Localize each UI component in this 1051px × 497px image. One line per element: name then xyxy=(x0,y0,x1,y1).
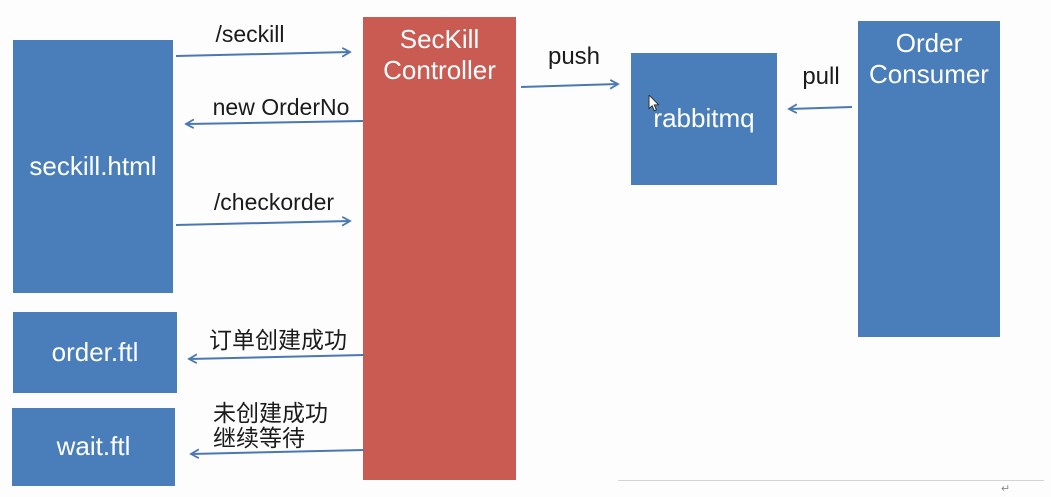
edge-label-seckill: /seckill xyxy=(215,21,285,47)
edge-label-order-success: 订单创建成功 xyxy=(209,327,347,353)
return-mark-icon: ↵ xyxy=(1001,483,1011,495)
arrow-pull xyxy=(789,107,853,109)
edge-label-wait-retry: 未创建成功 继续等待 xyxy=(213,401,393,451)
node-seckill-controller-label: SecKill Controller xyxy=(383,24,496,86)
edge-label-push: push xyxy=(547,43,601,70)
bottom-hairline xyxy=(618,480,1044,481)
node-seckill-controller: SecKill Controller xyxy=(363,17,516,480)
node-order-consumer: Order Consumer xyxy=(858,21,1000,337)
arrow-order-success xyxy=(189,355,365,359)
node-rabbitmq: rabbitmq xyxy=(631,53,777,185)
arrow-new-orderno xyxy=(186,121,364,124)
node-seckill-html: seckill.html xyxy=(13,40,173,293)
edge-label-checkorder: /checkorder xyxy=(213,189,335,215)
node-order-consumer-label: Order Consumer xyxy=(869,28,989,90)
arrow-checkorder xyxy=(175,221,350,225)
edge-label-wait-retry-line1: 未创建成功 xyxy=(213,400,328,426)
node-rabbitmq-label: rabbitmq xyxy=(653,103,755,134)
edge-label-pull: pull xyxy=(802,63,840,90)
node-wait-ftl: wait.ftl xyxy=(12,408,175,486)
node-order-ftl-label: order.ftl xyxy=(51,336,139,367)
arrow-seckill xyxy=(175,52,350,56)
edge-label-new-orderno: new OrderNo xyxy=(212,94,350,120)
edge-label-wait-retry-line2: 继续等待 xyxy=(213,425,305,451)
node-wait-ftl-label: wait.ftl xyxy=(56,431,131,462)
node-order-ftl: order.ftl xyxy=(13,312,177,393)
arrow-push xyxy=(520,84,618,87)
node-seckill-html-label: seckill.html xyxy=(29,150,157,181)
mouse-cursor-icon xyxy=(648,95,660,112)
